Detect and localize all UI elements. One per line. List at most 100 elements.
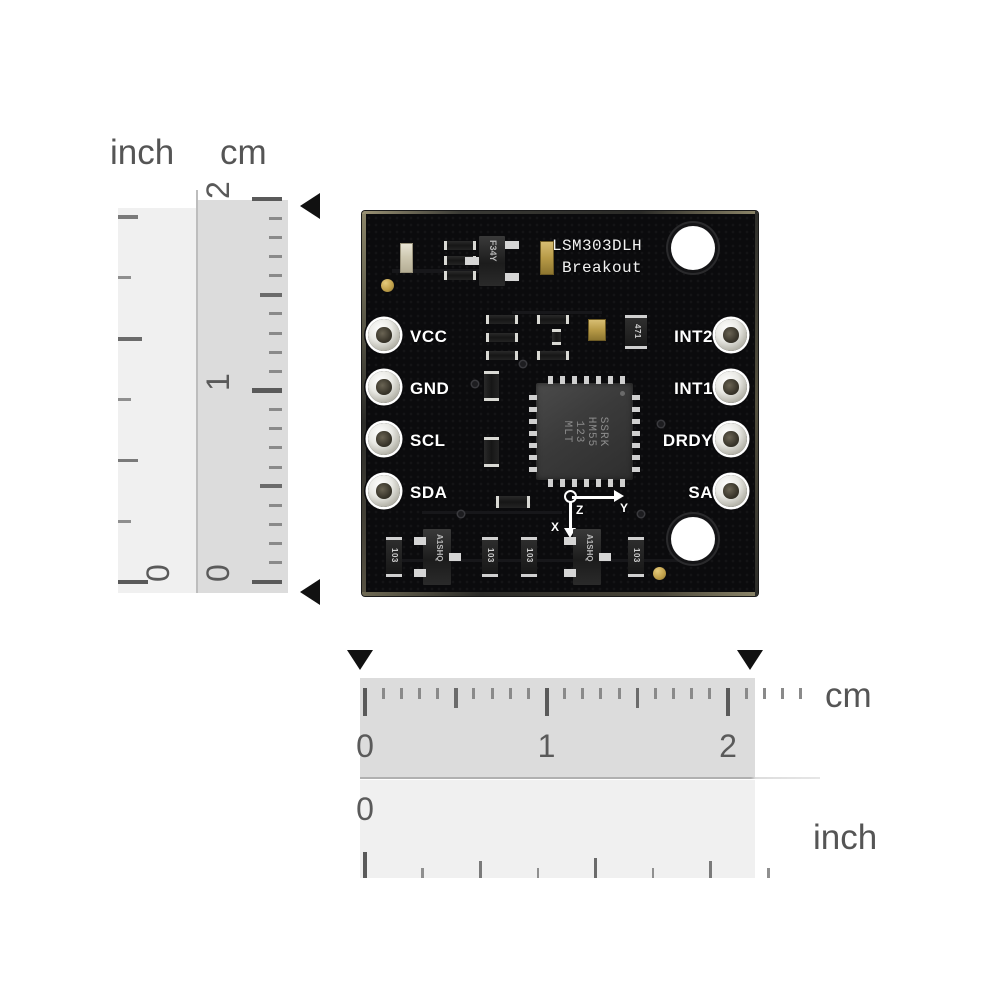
horizontal-ruler-cm-unit-label: cm (825, 676, 872, 715)
horizontal-ruler-cm-tick (617, 688, 621, 699)
transistor: A1SHQ (423, 529, 451, 585)
horizontal-ruler-inch-tick (593, 858, 598, 878)
smd-capacitor (484, 371, 499, 401)
horizontal-ruler-cm-tick (581, 688, 585, 699)
sot-lead (465, 257, 479, 265)
lsm303dlh-sensor-ic[interactable]: SSRK HM55 123 MLT (536, 383, 633, 480)
pad-int1[interactable] (715, 371, 747, 403)
horizontal-ruler-cm-tick (762, 688, 766, 699)
resistor-marking: 103 (390, 548, 399, 563)
horizontal-ruler-cm-tick (436, 688, 440, 699)
pad-scl[interactable] (368, 423, 400, 455)
vertical-ruler-cm-tick (269, 465, 282, 469)
horizontal-ruler-inch-tick (478, 861, 482, 878)
via (458, 511, 464, 517)
vertical-ruler-inch-tick (118, 579, 148, 585)
pad-label-int1: INT1 (674, 379, 713, 398)
sot-lead (599, 553, 611, 561)
horizontal-ruler-cm-tick (799, 688, 803, 699)
pad-int2[interactable] (715, 319, 747, 351)
horizontal-ruler-cm-number: 0 (356, 728, 374, 764)
horizontal-ruler-cm-tick (526, 688, 530, 699)
resistor-marking: 103 (486, 548, 495, 563)
ic-marking: SSRK HM55 123 MLT (560, 416, 609, 447)
smd-pad (444, 271, 476, 280)
gold-via (653, 567, 666, 580)
horizontal-ruler-cm-tick (672, 688, 676, 699)
axis-z-label: Z (576, 503, 584, 517)
horizontal-ruler-inch-band (360, 780, 755, 878)
sot-lead (505, 273, 519, 281)
lsm303dlh-breakout-board[interactable]: LSM303DLH Breakout F34Y 471 (362, 211, 758, 596)
via (638, 511, 644, 517)
vertical-ruler-top-arrow (300, 193, 320, 219)
horizontal-ruler-divider (360, 777, 820, 779)
pad-vcc[interactable] (368, 319, 400, 351)
sot-lead (505, 241, 519, 249)
horizontal-ruler-cm-tick (726, 688, 730, 716)
horizontal-ruler-cm-tick (381, 688, 385, 699)
horizontal-ruler-cm-tick (508, 688, 512, 699)
vertical-ruler-cm-tick (269, 561, 282, 565)
board-edge-left (362, 211, 366, 596)
vertical-ruler-cm-tick (269, 216, 282, 220)
sot-lead (414, 537, 426, 545)
smd-resistor: 103 (386, 537, 402, 577)
regulator-marking: F34Y (488, 240, 498, 262)
axis-y-line (572, 496, 616, 499)
via (658, 421, 664, 427)
resistor-marking: 103 (525, 548, 534, 563)
resistor-marking: 103 (632, 548, 641, 563)
smd-pad (486, 351, 518, 360)
mounting-hole-top-right (671, 226, 715, 270)
horizontal-ruler-inch-tick (709, 861, 713, 878)
smd-resistor: 103 (521, 537, 537, 577)
vertical-ruler-cm-tick (269, 254, 282, 258)
via (472, 381, 478, 387)
vertical-ruler-cm-tick (269, 427, 282, 431)
voltage-regulator: F34Y (479, 236, 505, 286)
pad-drdy[interactable] (715, 423, 747, 455)
sot-lead (449, 553, 461, 561)
smd-pad (486, 333, 518, 342)
vertical-ruler-cm-tick (260, 484, 282, 489)
smd-capacitor (496, 496, 530, 508)
horizontal-ruler-cm-band (360, 678, 755, 778)
horizontal-ruler-cm-tick (744, 688, 748, 699)
vertical-ruler-cm-unit-label: cm (220, 133, 267, 172)
vertical-ruler-inch-tick (118, 458, 138, 463)
sot-lead (564, 569, 576, 577)
horizontal-ruler-inch-tick (651, 868, 655, 878)
smd-tantalum-capacitor (540, 241, 554, 275)
vertical-ruler-bottom-arrow (300, 579, 320, 605)
vertical-ruler-inch-tick (118, 398, 131, 402)
inductor-marking: 471 (633, 324, 642, 339)
vertical-ruler-cm-number: 1 (200, 372, 236, 391)
horizontal-ruler-inch-tick (421, 868, 424, 878)
smd-capacitor (484, 437, 499, 467)
vertical-ruler-inch-number: 0 (140, 564, 176, 582)
horizontal-ruler-cm-tick (780, 688, 784, 699)
vertical-ruler-cm-tick (252, 196, 282, 202)
vertical-ruler-cm-tick (269, 369, 282, 373)
vertical-ruler-cm-tick (269, 503, 282, 507)
vertical-ruler-inch-unit-label: inch (110, 133, 175, 172)
sot-lead (564, 537, 576, 545)
vertical-ruler-cm-tick (269, 312, 282, 316)
horizontal-ruler-inch-tick (536, 868, 540, 878)
vertical-ruler-inch-tick (118, 276, 131, 280)
vertical-ruler-cm-tick (269, 331, 282, 335)
pad-gnd[interactable] (368, 371, 400, 403)
pad-sa[interactable] (715, 475, 747, 507)
horizontal-ruler-cm-tick (490, 688, 494, 699)
board-edge-right (755, 211, 758, 596)
vertical-ruler-cm-tick (252, 388, 282, 393)
vertical-ruler-cm-tick (269, 523, 282, 527)
gold-via (381, 279, 394, 292)
pad-sda[interactable] (368, 475, 400, 507)
pad-label-vcc: VCC (410, 327, 448, 346)
horizontal-ruler-left-arrow (347, 650, 373, 670)
smd-pad (537, 351, 569, 360)
